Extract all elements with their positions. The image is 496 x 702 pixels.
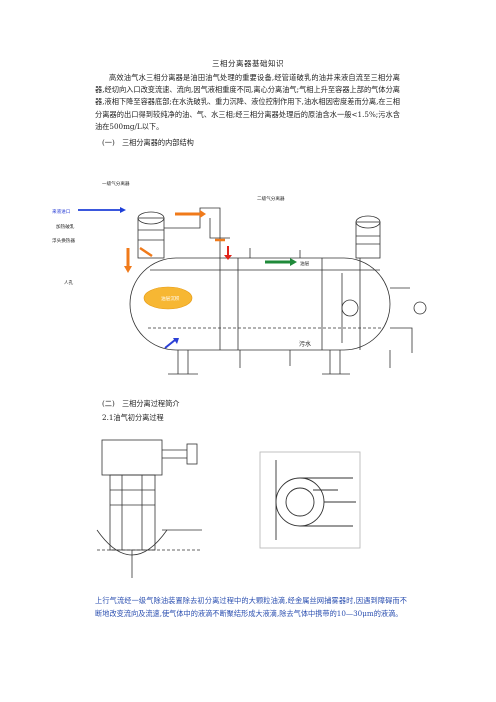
gas-separator-sketch bbox=[92, 430, 207, 580]
process-description: 上行气流经一级气除油装置除去初分离过程中的大颗粒油滴,经金属丝网捕雾器时,因遇到… bbox=[95, 596, 407, 619]
secondary-gas-separator-dome bbox=[355, 221, 381, 259]
label-float-exchanger: 浮头换热器 bbox=[52, 239, 75, 244]
inlet-cyclone-sketch bbox=[258, 450, 363, 550]
section-heading-structure: (一) 三相分离器的内部结构 bbox=[102, 138, 194, 147]
section-heading-process: (二) 三相分离过程简介 bbox=[102, 399, 180, 408]
label-heating: 加热破乳 bbox=[56, 225, 75, 230]
label-oil-sedimentation: 油层沉积 bbox=[161, 297, 180, 302]
gas-flow-arrows bbox=[124, 210, 225, 273]
oil-sedimentation-blob bbox=[143, 286, 193, 310]
label-water: 污水 bbox=[299, 341, 312, 348]
label-primary-gas-separator: 一级气分离器 bbox=[102, 182, 130, 187]
page-title: 三相分离器基础知识 bbox=[212, 59, 284, 68]
label-secondary-gas-separator: 二级气分离器 bbox=[257, 197, 285, 202]
primary-gas-separator-dome bbox=[137, 217, 165, 259]
label-oil-layer: 油层 bbox=[300, 262, 310, 267]
level-arrow bbox=[265, 258, 297, 266]
separator-drawing bbox=[78, 207, 427, 375]
separator-structure-figure bbox=[60, 178, 440, 378]
label-inlet: 来液进口 bbox=[52, 210, 71, 215]
inlet-flow-arrow bbox=[78, 207, 126, 213]
subsection-heading-initial-separation: 2.1油气初分离过程 bbox=[102, 413, 164, 422]
intro-paragraph: 高效油气水三相分离器是油田油气处理的重要设备,经管道破乳的油井来液自流至三相分离… bbox=[95, 73, 400, 131]
liquid-flow-arrows bbox=[164, 246, 232, 349]
vessel-body bbox=[129, 257, 391, 351]
label-manhole: 人孔 bbox=[64, 281, 74, 286]
